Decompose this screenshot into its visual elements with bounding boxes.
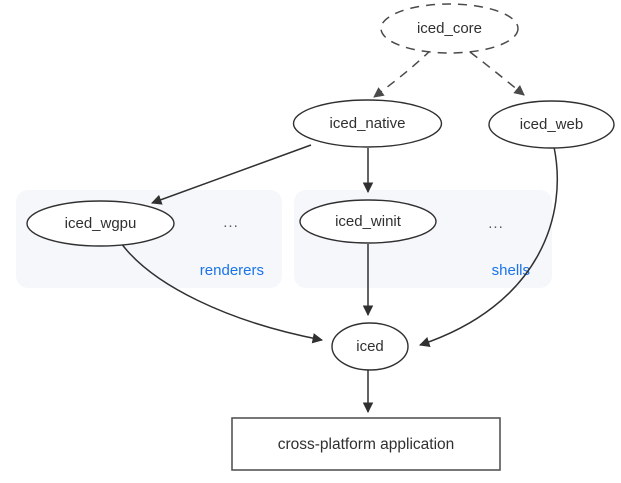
application-box[interactable] <box>231 417 501 471</box>
node-iced-winit[interactable]: iced_winit <box>299 199 437 244</box>
edge-iced-web-to-iced <box>419 146 559 347</box>
iced-core-label: iced_core <box>417 20 482 37</box>
iced-winit-label: iced_winit <box>335 213 402 230</box>
iced-ellipse[interactable] <box>331 322 409 371</box>
iced-native-ellipse[interactable] <box>292 99 443 148</box>
edge-iced-core-to-iced-web <box>469 51 525 96</box>
edge-iced-native-to-iced-wgpu <box>151 144 312 205</box>
iced-web-label: iced_web <box>520 116 583 133</box>
renderers-ellipsis: ... <box>223 214 239 231</box>
iced-wgpu-ellipse[interactable] <box>26 200 175 247</box>
shells-ellipsis: ... <box>488 215 504 232</box>
node-iced[interactable]: iced <box>331 322 409 371</box>
edge-layer <box>120 49 559 414</box>
shells-group-label: shells <box>492 262 530 279</box>
node-iced-wgpu[interactable]: iced_wgpu <box>26 200 175 247</box>
iced-web-ellipse[interactable] <box>488 100 615 149</box>
edge-iced-wgpu-to-iced <box>120 242 324 344</box>
node-iced-native[interactable]: iced_native <box>292 99 443 148</box>
application-label: cross-platform application <box>278 436 455 453</box>
edge-iced-core-to-iced-native <box>373 49 432 98</box>
iced-wgpu-label: iced_wgpu <box>65 215 137 232</box>
node-iced-web[interactable]: iced_web <box>488 100 615 149</box>
iced-label: iced <box>356 338 384 355</box>
node-iced-core[interactable]: iced_core <box>380 3 519 54</box>
iced-core-ellipse[interactable] <box>380 3 519 54</box>
node-application[interactable]: cross-platform application <box>231 417 501 471</box>
iced-winit-ellipse[interactable] <box>299 199 437 244</box>
renderers-group-label: renderers <box>200 262 264 279</box>
iced-native-label: iced_native <box>330 115 406 132</box>
